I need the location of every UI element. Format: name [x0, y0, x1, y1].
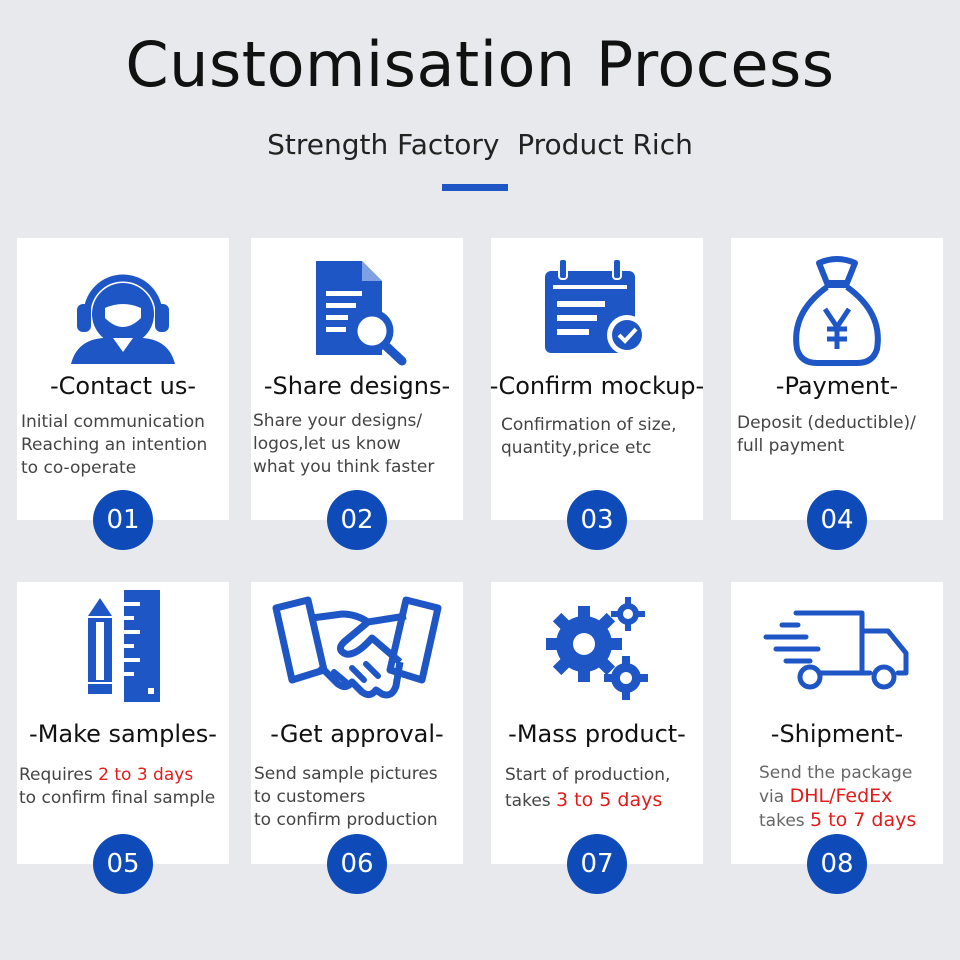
step-number-badge: 02: [327, 490, 387, 550]
step-number-badge: 04: [807, 490, 867, 550]
handshake-icon: [251, 586, 463, 708]
step-title: -Shipment-: [770, 720, 904, 748]
step-description: Requires 2 to 3 days to confirm final sa…: [19, 765, 216, 808]
step-title: -Share designs-: [263, 372, 451, 400]
step-number-badge: 01: [93, 490, 153, 550]
step-card-04: -Payment- Deposit (deductible)/ full pay…: [731, 238, 943, 550]
step-title: -Confirm mockup-: [489, 372, 705, 400]
calendar-check-icon: [491, 250, 703, 372]
step-number-badge: 03: [567, 490, 627, 550]
step-number-badge: 05: [93, 834, 153, 894]
step-description: Send sample pictures to customers to con…: [254, 764, 438, 830]
pencil-ruler-icon: [17, 586, 229, 708]
step-card-06: -Get approval- Send sample pictures to c…: [251, 582, 463, 894]
step-title: -Get approval-: [270, 720, 444, 748]
step-title: -Make samples-: [29, 720, 217, 748]
step-card-07: -Mass product- Start of production, take…: [491, 582, 703, 894]
step-title: -Mass product-: [508, 720, 686, 748]
document-search-icon: [251, 250, 463, 372]
page-title: Customisation Process: [125, 28, 835, 101]
step-number-badge: 08: [807, 834, 867, 894]
money-bag-yen-icon: [731, 250, 943, 372]
step-title: -Contact us-: [49, 372, 197, 400]
step-card-02: -Share designs- Share your designs/ logo…: [251, 238, 463, 550]
step-description: Confirmation of size, quantity,price etc: [501, 415, 677, 458]
step-title: -Payment-: [775, 372, 899, 400]
step-description: Share your designs/ logos,let us know wh…: [253, 411, 435, 477]
step-card-05: -Make samples- Requires 2 to 3 days to c…: [17, 582, 229, 894]
title-underline: [442, 184, 508, 191]
page-subtitle: Strength Factory Product Rich: [267, 128, 693, 161]
step-card-03: -Confirm mockup- Confirmation of size, q…: [490, 238, 704, 550]
step-card-08: -Shipment- Send the package via DHL/FedE…: [731, 582, 943, 894]
delivery-truck-icon: [731, 586, 943, 708]
headset-icon: [17, 250, 229, 372]
step-number-badge: 07: [567, 834, 627, 894]
step-description: Start of production, takes 3 to 5 days: [505, 765, 671, 811]
gears-icon: [491, 586, 703, 708]
step-card-01: -Contact us- Initial communication Reach…: [17, 238, 229, 550]
step-number-badge: 06: [327, 834, 387, 894]
step-description: Initial communication Reaching an intent…: [21, 412, 208, 478]
step-description: Deposit (deductible)/ full payment: [737, 413, 916, 456]
step-description: Send the package via DHL/FedEx takes 5 t…: [759, 763, 917, 831]
